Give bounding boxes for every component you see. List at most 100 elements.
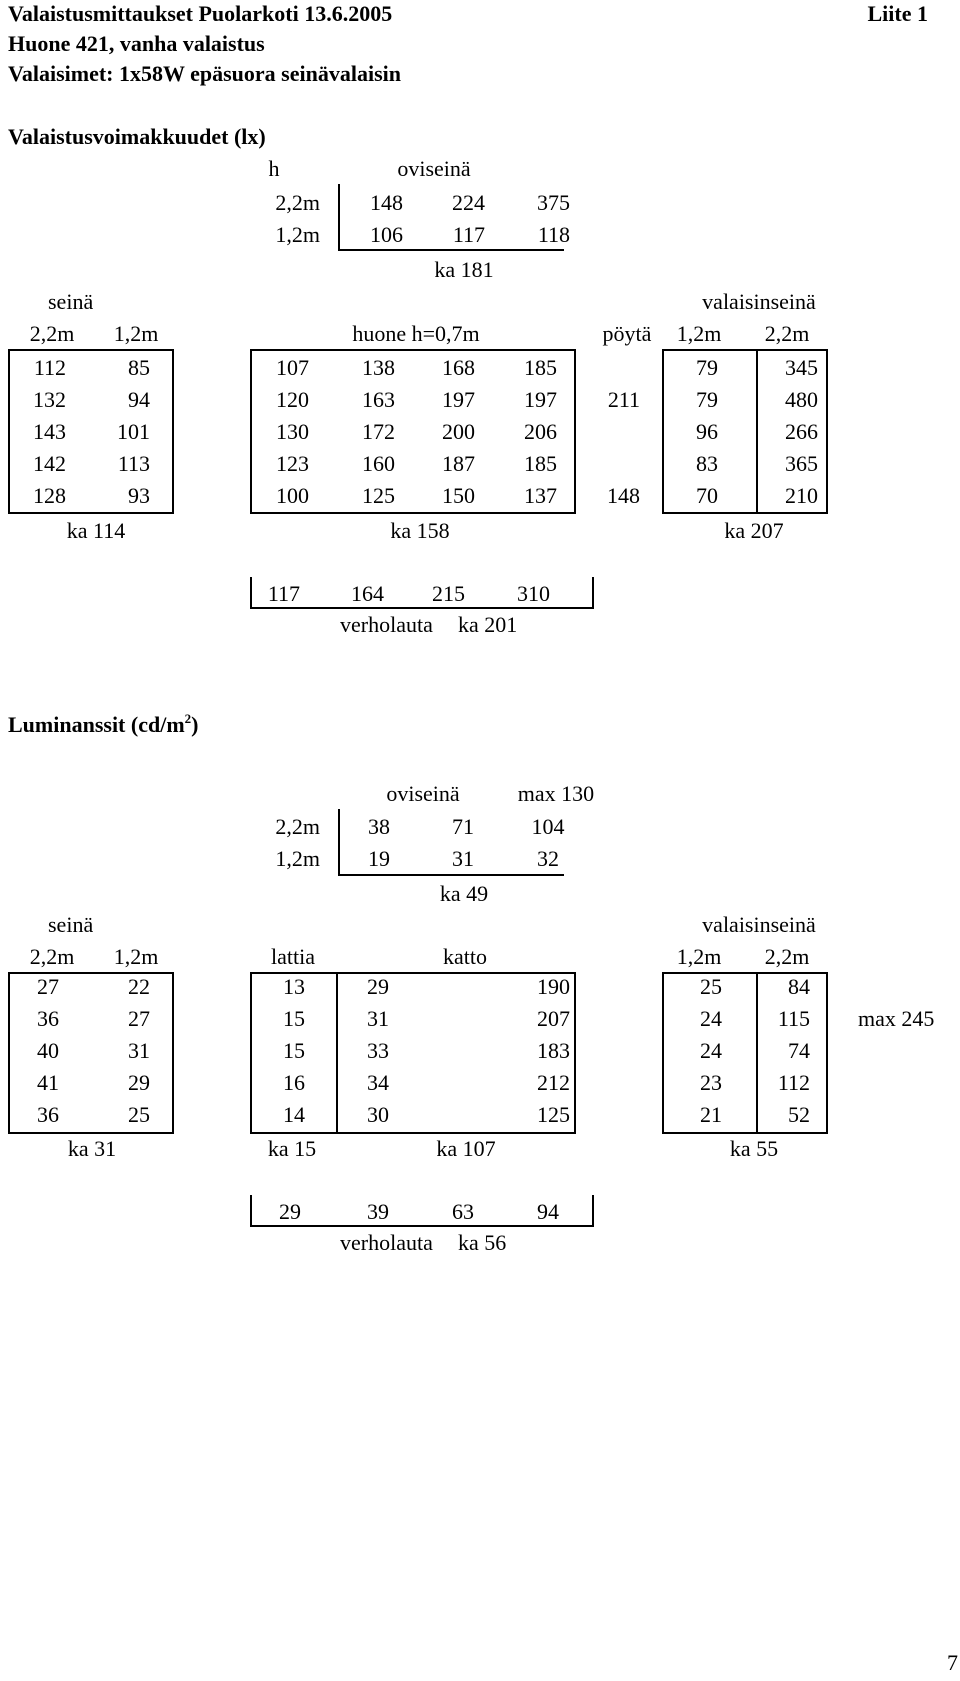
lum-ceiling-cell: 212 — [537, 1070, 570, 1095]
door-wall-label: oviseinä — [397, 156, 471, 181]
room-cell: 206 — [524, 419, 557, 444]
door-wall-value: 224 — [452, 190, 485, 215]
lum-wall-cell: 25 — [128, 1102, 150, 1127]
door-wall-h-label: h — [268, 156, 280, 181]
door-wall-average: ka 181 — [434, 257, 494, 282]
wall-cell: 142 — [33, 451, 66, 476]
lum-ceiling-cell: 30 — [367, 1102, 389, 1127]
lum-door-wall-value: 104 — [531, 814, 565, 839]
lum-lamp-cell: 84 — [788, 974, 810, 999]
lum-lamp-cell: 52 — [788, 1102, 810, 1127]
room-cell: 185 — [524, 451, 557, 476]
lum-curtain-board-label: verholauta — [340, 1230, 433, 1255]
lum-ceiling-cell: 34 — [367, 1070, 389, 1095]
wall-average: ka 114 — [66, 518, 126, 543]
room-average: ka 158 — [390, 518, 450, 543]
lamp-wall-group-label: valaisinseinä — [702, 289, 816, 314]
door-wall-value: 117 — [452, 222, 485, 247]
lum-col-header-ceiling: katto — [443, 944, 487, 969]
room-cell: 160 — [362, 451, 395, 476]
lum-ceiling-table-frame — [336, 972, 576, 1134]
curtain-board-value: 215 — [432, 581, 465, 606]
curtain-board-frame — [250, 577, 594, 609]
lum-floor-cell: 14 — [283, 1102, 305, 1127]
lum-wall-cell: 27 — [128, 1006, 150, 1031]
lamp-cell: 480 — [785, 387, 818, 412]
lum-col-header-wall-h2: 1,2m — [113, 944, 159, 969]
lum-wall-group-label: seinä — [48, 912, 94, 937]
wall-cell: 85 — [128, 355, 150, 380]
lum-lamp-cell: 24 — [700, 1006, 722, 1031]
door-wall-value: 106 — [370, 222, 403, 247]
lum-door-wall-max: max 130 — [517, 781, 595, 806]
lum-wall-cell: 36 — [37, 1006, 59, 1031]
lum-door-wall-bottom-rule — [338, 874, 564, 876]
lum-curtain-board-value: 94 — [537, 1199, 559, 1224]
curtain-board-value: 117 — [267, 581, 300, 606]
lum-ceiling-cell: 207 — [537, 1006, 570, 1031]
wall-cell: 101 — [117, 419, 150, 444]
lamp-cell: 83 — [696, 451, 718, 476]
lum-lamp-cell: 23 — [700, 1070, 722, 1095]
luminance-unit-superscript: 2 — [184, 711, 192, 726]
lum-door-wall-label: oviseinä — [386, 781, 460, 806]
lum-door-wall-value: 31 — [452, 846, 474, 871]
lum-door-wall-value: 19 — [368, 846, 390, 871]
lum-curtain-board-value: 29 — [279, 1199, 301, 1224]
document-title: Valaistusmittaukset Puolarkoti 13.6.2005 — [8, 1, 393, 26]
room-cell: 163 — [362, 387, 395, 412]
room-cell: 172 — [362, 419, 395, 444]
curtain-board-label: verholauta — [340, 612, 433, 637]
room-cell: 120 — [276, 387, 309, 412]
lum-wall-cell: 36 — [37, 1102, 59, 1127]
lamp-cell: 79 — [696, 355, 718, 380]
lum-floor-cell: 15 — [283, 1006, 305, 1031]
room-cell: 107 — [276, 355, 309, 380]
wall-cell: 143 — [33, 419, 66, 444]
door-wall-divider — [338, 184, 340, 250]
room-cell: 123 — [276, 451, 309, 476]
room-cell: 137 — [524, 483, 557, 508]
curtain-board-value: 164 — [351, 581, 384, 606]
curtain-board-value: 310 — [517, 581, 550, 606]
lum-col-header-lamp-h1: 1,2m — [676, 944, 722, 969]
col-header-wall-h2: 1,2m — [113, 321, 159, 346]
luminaire-subtitle: Valaisimet: 1x58W epäsuora seinävalaisin — [8, 61, 401, 86]
lamp-cell: 79 — [696, 387, 718, 412]
curtain-board-average: ka 201 — [458, 612, 518, 637]
lum-wall-cell: 27 — [37, 974, 59, 999]
table-cell: 148 — [607, 483, 640, 508]
door-wall-row-height: 2,2m — [275, 190, 320, 215]
lum-ceiling-cell: 29 — [367, 974, 389, 999]
lamp-wall-average: ka 207 — [724, 518, 784, 543]
wall-cell: 93 — [128, 483, 150, 508]
lum-lamp-cell: 115 — [777, 1006, 810, 1031]
lum-wall-average: ka 31 — [67, 1136, 117, 1161]
lum-door-wall-row-height: 2,2m — [275, 814, 320, 839]
col-header-wall-h1: 2,2m — [29, 321, 75, 346]
lamp-cell: 365 — [785, 451, 818, 476]
lum-ceiling-cell: 190 — [537, 974, 570, 999]
luminance-heading: Luminanssit (cd/m2) — [8, 711, 199, 737]
lum-curtain-board-frame — [250, 1195, 594, 1227]
lum-lamp-table-frame — [662, 972, 828, 1134]
col-header-table: pöytä — [602, 321, 652, 346]
wall-table-frame — [8, 349, 174, 514]
door-wall-bottom-rule — [338, 249, 564, 251]
wall-cell: 112 — [33, 355, 66, 380]
lum-wall-cell: 31 — [128, 1038, 150, 1063]
page-number: 7 — [947, 1650, 958, 1675]
room-cell: 125 — [362, 483, 395, 508]
lum-door-wall-divider — [338, 809, 340, 875]
lum-door-wall-row-height: 1,2m — [275, 846, 320, 871]
lum-curtain-board-value: 63 — [452, 1199, 474, 1224]
lum-lamp-cell: 24 — [700, 1038, 722, 1063]
lum-floor-average: ka 15 — [267, 1136, 317, 1161]
door-wall-value: 118 — [537, 222, 570, 247]
room-cell: 168 — [442, 355, 475, 380]
lum-ceiling-cell: 183 — [537, 1038, 570, 1063]
lamp-cell: 345 — [785, 355, 818, 380]
illuminance-heading: Valaistusvoimakkuudet (lx) — [8, 124, 266, 149]
lum-lamp-cell: 25 — [700, 974, 722, 999]
lum-wall-cell: 41 — [37, 1070, 59, 1095]
